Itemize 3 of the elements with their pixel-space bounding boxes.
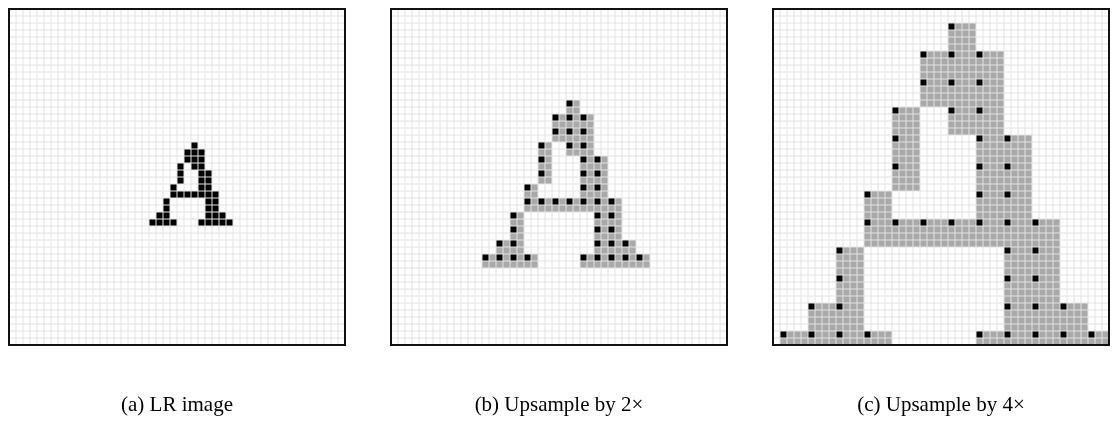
panel-caption: (c) Upsample by 4× [856,392,1026,417]
panel-caption: (b) Upsample by 2× [473,392,645,417]
panel-caption: (a) LR image [120,392,234,417]
